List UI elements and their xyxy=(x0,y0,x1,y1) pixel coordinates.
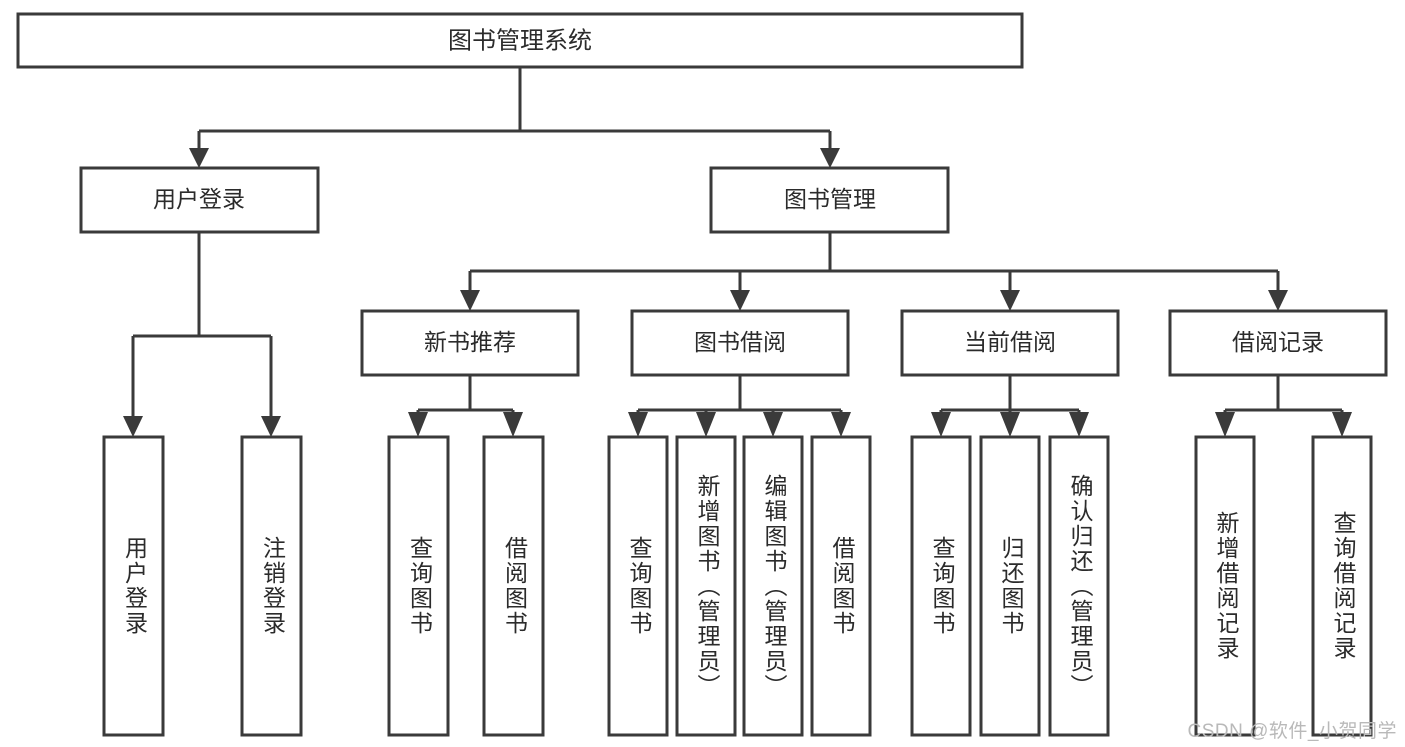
arrow-head-leaf-br-2 xyxy=(1332,412,1352,437)
node-book-management[interactable]: 图书管理 xyxy=(709,166,950,234)
arrow-head-user-login xyxy=(189,148,209,168)
arrow-head-book-mgmt xyxy=(820,148,840,168)
arrow-head-leaf-bb-3 xyxy=(763,412,783,437)
leaf-box-user-login-2[interactable] xyxy=(240,435,303,737)
node-label-root: 图书管理系统 xyxy=(448,27,592,54)
arrow-head-leaf-cb-2 xyxy=(1000,412,1020,437)
connector-group-user-login xyxy=(123,232,281,437)
connector-group-new-book-recommend xyxy=(408,375,523,437)
arrow-head-leaf-cb-3 xyxy=(1069,412,1089,437)
leaf-box-nbr-2[interactable] xyxy=(482,435,545,737)
node-box-book-management[interactable] xyxy=(709,166,950,234)
arrow-head-leaf-bb-4 xyxy=(831,412,851,437)
node-box-borrow-record[interactable] xyxy=(1168,309,1388,377)
leaf-box-nbr-1[interactable] xyxy=(387,435,450,737)
node-box-root[interactable] xyxy=(16,12,1024,69)
leaf-box-bb-3[interactable] xyxy=(742,435,804,737)
arrow-head-leaf-user-login-1 xyxy=(123,416,143,437)
leaf-box-br-1[interactable] xyxy=(1194,435,1256,737)
connector-group-root xyxy=(189,67,840,168)
arrow-head-leaf-user-login-2 xyxy=(261,416,281,437)
node-box-book-borrow[interactable] xyxy=(630,309,850,377)
node-label-current-borrow: 当前借阅 xyxy=(964,329,1056,355)
node-label-borrow-record: 借阅记录 xyxy=(1232,329,1324,355)
leaf-box-user-login-1[interactable] xyxy=(102,435,165,737)
leaf-box-cb-3[interactable] xyxy=(1048,435,1110,737)
node-user-login[interactable]: 用户登录 xyxy=(79,166,320,234)
leaf-box-br-2[interactable] xyxy=(1311,435,1373,737)
node-borrow-record[interactable]: 借阅记录 xyxy=(1168,309,1388,377)
arrow-head-leaf-bb-1 xyxy=(628,412,648,437)
connector-group-book-borrow xyxy=(628,375,851,437)
connector-group-book-mgmt xyxy=(460,232,1288,311)
node-new-book-recommend[interactable]: 新书推荐 xyxy=(360,309,580,377)
leaf-box-bb-4[interactable] xyxy=(810,435,872,737)
node-label-new-book-recommend: 新书推荐 xyxy=(424,329,516,355)
node-book-borrow[interactable]: 图书借阅 xyxy=(630,309,850,377)
arrow-head-leaf-br-1 xyxy=(1215,412,1235,437)
connector-group-borrow-record xyxy=(1215,375,1352,437)
arrow-head-borrow-record xyxy=(1268,290,1288,311)
arrow-head-book-borrow xyxy=(730,290,750,311)
node-label-user-login: 用户登录 xyxy=(153,186,245,212)
arrow-head-leaf-cb-1 xyxy=(931,412,951,437)
node-label-book-management: 图书管理 xyxy=(784,186,876,212)
node-root[interactable]: 图书管理系统 xyxy=(16,12,1024,69)
leaf-box-cb-1[interactable] xyxy=(910,435,972,737)
arrow-head-leaf-bb-2 xyxy=(696,412,716,437)
leaf-box-bb-2[interactable] xyxy=(675,435,737,737)
arrow-head-leaf-nbr-1 xyxy=(408,412,428,437)
arrow-head-leaf-nbr-2 xyxy=(503,412,523,437)
node-label-book-borrow: 图书借阅 xyxy=(694,329,786,355)
node-box-user-login[interactable] xyxy=(79,166,320,234)
connector-group-current-borrow xyxy=(931,375,1089,437)
leaf-box-cb-2[interactable] xyxy=(979,435,1041,737)
node-current-borrow[interactable]: 当前借阅 xyxy=(900,309,1120,377)
watermark-text: CSDN @软件_小贺同学 xyxy=(1187,721,1397,742)
leaf-box-bb-1[interactable] xyxy=(607,435,669,737)
arrow-head-new-book-recommend xyxy=(460,290,480,311)
arrow-head-current-borrow xyxy=(1000,290,1020,311)
node-box-new-book-recommend[interactable] xyxy=(360,309,580,377)
node-box-current-borrow[interactable] xyxy=(900,309,1120,377)
